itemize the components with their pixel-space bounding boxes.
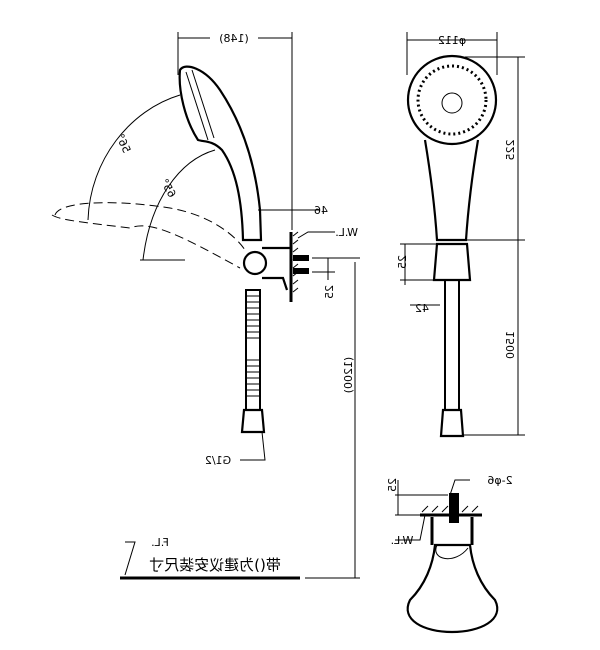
thread-label: G1/2 <box>205 454 231 467</box>
bracket-detail-view: 2-φ6 25 W.L. <box>386 474 513 634</box>
angle-inner: 65° <box>158 177 179 200</box>
detail-wall-line: W.L. <box>391 534 414 547</box>
angle-outer: 56° <box>113 132 133 155</box>
dim-head-diameter: φ112 <box>438 34 466 47</box>
wall-line-label: W.L. <box>335 226 358 239</box>
shower-face <box>406 54 498 146</box>
dim-bolt-spacing: 25 <box>323 285 336 299</box>
floor-line-label: F.L. <box>151 536 169 549</box>
side-view: (148) 56° 65° 46 W.L. 25 G1/2 (1 <box>51 32 360 580</box>
dim-bracket-height: 25 <box>396 255 409 269</box>
front-handle <box>423 139 480 242</box>
bracket-ball <box>242 250 268 276</box>
detail-shower-head <box>406 543 499 634</box>
dim-bracket-width: 42 <box>415 302 429 315</box>
detail-depth: 25 <box>386 478 399 492</box>
detail-holes-label: 2-φ6 <box>487 474 512 487</box>
front-view: φ112 225 25 42 1500 <box>396 32 525 438</box>
shower-handle <box>178 65 263 242</box>
dim-total-length: 1500 <box>504 331 517 359</box>
front-bracket <box>432 242 472 282</box>
dim-head-reach: (148) <box>219 32 249 45</box>
dim-handle-length: 225 <box>504 140 517 161</box>
install-note: 带()为建议安装尺寸 <box>149 556 281 574</box>
dim-bracket-offset: 46 <box>314 204 328 217</box>
dim-hose-length: (1200) <box>342 357 355 394</box>
